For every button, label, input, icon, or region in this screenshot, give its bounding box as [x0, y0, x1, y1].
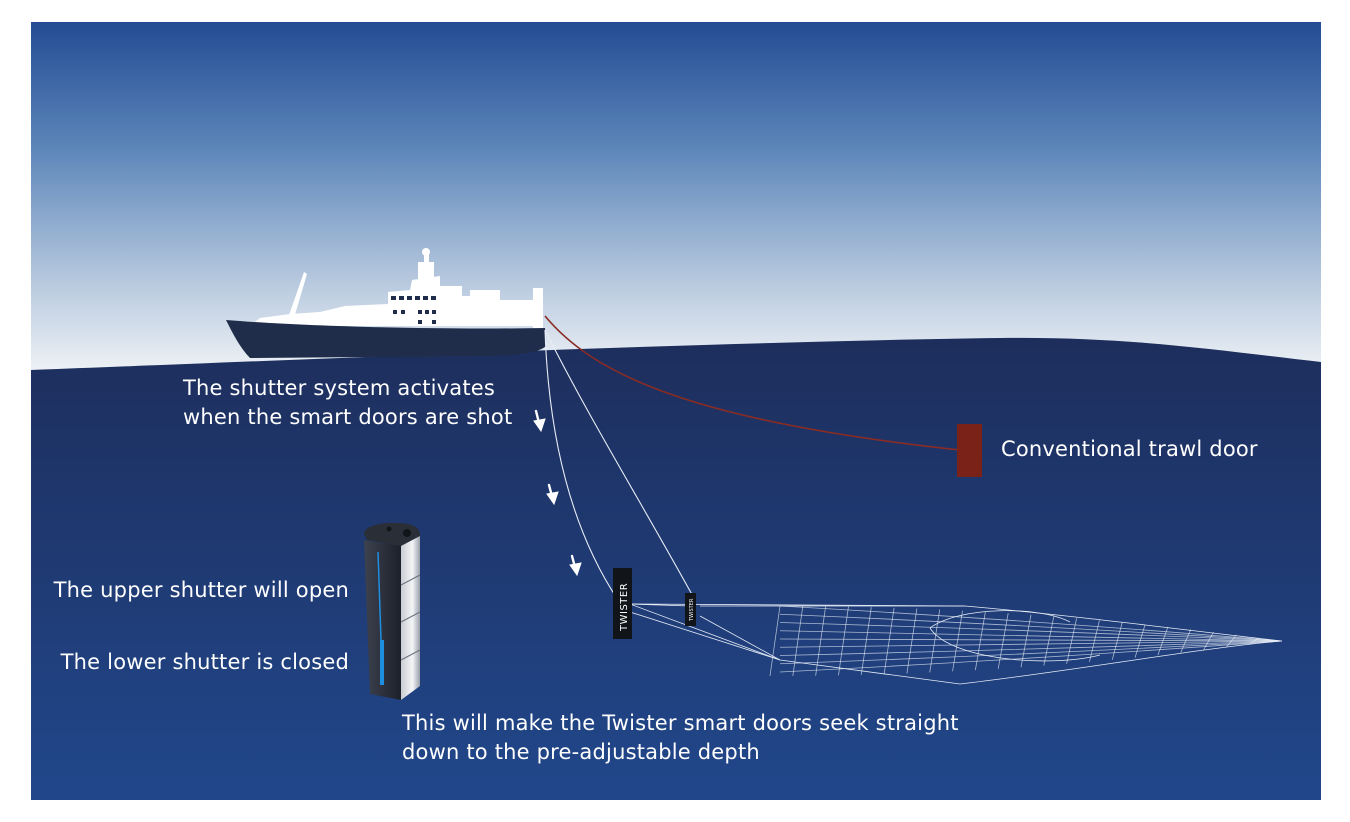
twister-main-label: TWISTER [619, 583, 630, 632]
net-mesh-line [883, 607, 895, 675]
shutter-activates-caption: The shutter system activates when the sm… [183, 374, 512, 432]
net-mesh-line [779, 640, 1283, 648]
net-mesh-line [952, 610, 963, 672]
net-mesh-line [838, 606, 849, 676]
net-mesh-line [779, 640, 1283, 656]
seek-depth-caption: This will make the Twister smart doors s… [402, 709, 959, 767]
net-mesh-line [779, 605, 1283, 642]
sky [31, 22, 1321, 372]
down-arrow-icon [569, 554, 582, 577]
net-mesh-line [974, 611, 986, 671]
net-mesh-line [906, 608, 918, 674]
net-mesh-line [779, 638, 1283, 642]
seek-line1: This will make the Twister smart doors s… [402, 711, 959, 735]
net-mesh-line [779, 622, 1283, 642]
net-mesh-line [1066, 618, 1078, 664]
net-mesh-line [792, 606, 804, 676]
net-mesh-line [769, 605, 781, 677]
net-mesh-line [929, 609, 941, 673]
net-mesh-line [779, 640, 1283, 673]
down-arrow-icon [546, 483, 559, 506]
lower-shutter-caption: The lower shutter is closed [60, 650, 349, 674]
twister-small-label: TWISTER [689, 598, 695, 622]
shutter-activates-line2: when the smart doors are shot [183, 405, 513, 429]
fishing-vessel [226, 248, 546, 358]
conventional-trawl-door [957, 424, 982, 477]
net-mesh-line [779, 613, 1283, 642]
net-mesh-line [779, 640, 1283, 665]
net-mesh-line [997, 613, 1009, 669]
conventional-warp-line [544, 315, 961, 451]
twister-door-main: TWISTER [613, 568, 632, 639]
net-mesh-line [815, 606, 827, 676]
smart-door-closeup [364, 522, 421, 700]
upper-shutter-caption: The upper shutter will open [53, 578, 349, 602]
sea [31, 337, 1321, 800]
shutter-activates-line1: The shutter system activates [183, 376, 496, 400]
down-arrow-icon [533, 409, 546, 433]
twister-door-small: TWISTER [685, 593, 696, 626]
lower-shutter-indicator [380, 640, 384, 685]
seek-line2: down to the pre-adjustable depth [402, 740, 760, 764]
net-mesh-line [1089, 620, 1100, 662]
twister-warp-lines [544, 329, 696, 601]
conventional-door-caption: Conventional trawl door [1001, 437, 1258, 461]
